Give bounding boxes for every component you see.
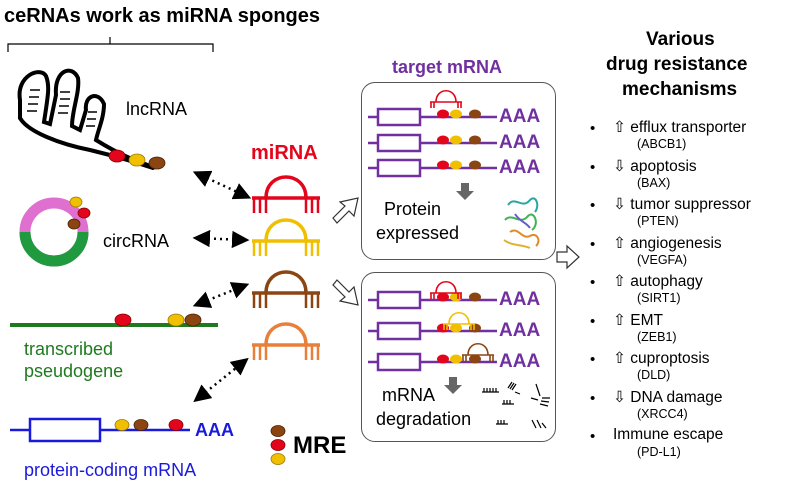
- arrow-to-mechanisms: [556, 244, 580, 270]
- small-mirna-red: [430, 280, 462, 299]
- mirna-brown: [252, 270, 320, 308]
- mechanism-label: ⇧ efflux transporter: [613, 119, 747, 136]
- bullet-icon: •: [590, 120, 596, 137]
- mechanism-gene: (ABCB1): [637, 137, 687, 151]
- protein-expressed-line2: expressed: [376, 223, 460, 243]
- mirna-label: miRNA: [251, 142, 318, 164]
- degradation-aaa-2: AAA: [499, 320, 541, 341]
- mechanism-gene: (ZEB1): [637, 329, 677, 344]
- bullet-icon: •: [590, 158, 596, 176]
- mechanism-item: • ⇩ DNA damage(XRCC4): [590, 388, 785, 427]
- protein-expressed-line1: Protein: [384, 199, 442, 219]
- mechanism-label: ⇧ autophagy: [613, 273, 703, 290]
- mechanism-item: • ⇧ efflux transporter(ABCB1): [590, 118, 785, 157]
- mechanism-label: ⇩ DNA damage: [613, 388, 723, 406]
- arrow-to-protein-panel: [332, 197, 359, 224]
- mechanism-item: • ⇩ tumor suppressor(PTEN): [590, 195, 785, 234]
- coding-mrna-structure: [10, 417, 190, 443]
- bullet-icon: •: [590, 312, 596, 330]
- down-arrow-protein: [456, 183, 474, 200]
- mechanism-item: • ⇧ cuproptosis(DLD): [590, 349, 785, 388]
- mechanism-item: • ⇧ angiogenesis(VEGFA): [590, 234, 785, 273]
- circrna-ring: [19, 196, 91, 267]
- mrna-fragments-icon: [482, 381, 550, 429]
- title-brace: [7, 37, 214, 52]
- bullet-icon: •: [590, 274, 596, 291]
- small-mirna-top: [430, 89, 462, 108]
- bullet-icon: •: [590, 351, 596, 368]
- mechanism-label: ⇩ tumor suppressor: [613, 196, 751, 213]
- bullet-icon: •: [590, 428, 596, 445]
- degradation-aaa-1: AAA: [499, 289, 541, 310]
- target-mrna-title: target mRNA: [392, 57, 503, 77]
- pseudogene-label-line1: transcribed: [24, 339, 114, 359]
- mechanism-list: • ⇧ efflux transporter(ABCB1) • ⇩ apoptosis…: [590, 118, 785, 465]
- mechanism-item: • ⇧ autophagy(SIRT1): [590, 272, 785, 311]
- mechanism-gene: (SIRT1): [637, 291, 681, 305]
- mechanism-gene: (PTEN): [637, 214, 679, 228]
- small-mirna-yellow: [443, 311, 475, 330]
- degradation-line2: degradation: [376, 409, 472, 429]
- coding-mrna-aaa: AAA: [195, 420, 234, 440]
- mechanism-gene: (DLD): [637, 368, 671, 382]
- mechanism-gene: (VEGFA): [637, 252, 688, 267]
- protein-panel-mrnas: [368, 107, 497, 178]
- down-arrow-degradation: [444, 377, 462, 394]
- bullet-icon: •: [590, 235, 596, 253]
- lncrna-label: lncRNA: [126, 99, 188, 119]
- circrna-label: circRNA: [103, 231, 169, 251]
- degradation-line1: mRNA: [382, 385, 435, 405]
- pseudogene-label-line2: pseudogene: [24, 361, 124, 381]
- mechanism-label: Immune escape: [613, 426, 724, 443]
- page-title: ceRNAs work as miRNA sponges: [4, 5, 321, 27]
- mirna-red: [252, 175, 320, 213]
- arrow-to-degradation-panel: [332, 279, 359, 306]
- protein-structure-icon: [503, 197, 540, 249]
- pseudogene-line: [10, 313, 218, 327]
- bullet-icon: •: [590, 197, 596, 214]
- mechanisms-title-line3: mechanisms: [622, 79, 738, 100]
- mre-legend-dots: [270, 425, 286, 465]
- bullet-icon: •: [590, 389, 596, 407]
- protein-aaa-1: AAA: [499, 106, 541, 127]
- mechanism-item: • ⇧ EMT(ZEB1): [590, 311, 785, 350]
- dotted-arrows: [192, 170, 252, 403]
- mechanism-label: ⇩ apoptosis: [613, 157, 697, 175]
- degradation-aaa-3: AAA: [499, 351, 541, 372]
- mechanism-gene: (BAX): [637, 175, 671, 190]
- mre-legend-label: MRE: [293, 432, 347, 459]
- mechanism-gene: (XRCC4): [637, 406, 688, 421]
- mechanism-label: ⇧ cuproptosis: [613, 350, 710, 367]
- mirna-yellow: [252, 218, 320, 256]
- mechanism-item: • Immune escape (PD-L1): [590, 426, 785, 465]
- protein-aaa-2: AAA: [499, 132, 541, 153]
- mechanisms-title-line2: drug resistance: [606, 54, 748, 75]
- coding-mrna-label: protein-coding mRNA: [24, 460, 197, 480]
- mirna-orange: [252, 322, 320, 360]
- small-mirna-brown: [462, 342, 494, 361]
- mechanisms-title-line1: Various: [646, 29, 715, 50]
- mechanism-item: • ⇩ apoptosis(BAX): [590, 157, 785, 196]
- mechanism-gene: (PD-L1): [637, 445, 681, 459]
- protein-aaa-3: AAA: [499, 157, 541, 178]
- mechanism-label: ⇧ EMT: [613, 311, 664, 329]
- mechanism-label: ⇧ angiogenesis: [613, 234, 722, 252]
